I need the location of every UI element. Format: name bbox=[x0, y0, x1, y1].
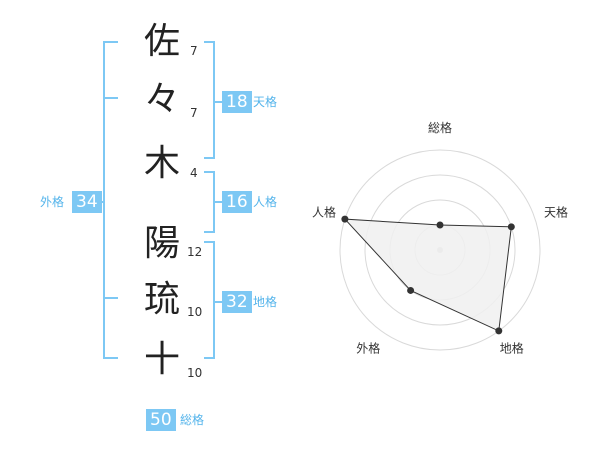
name-char-5: 琉 bbox=[143, 279, 180, 320]
name-char-4: 陽 bbox=[143, 223, 180, 264]
radar-grid-ring-4 bbox=[339, 149, 541, 351]
name-char-6: 十 bbox=[143, 339, 180, 380]
stroke-count-1: 7 bbox=[190, 44, 198, 58]
stroke-count-6: 10 bbox=[187, 366, 203, 380]
radar-point-2 bbox=[495, 327, 503, 335]
radar-series-polygon bbox=[343, 218, 512, 332]
radar-grid-ring-3 bbox=[364, 174, 516, 326]
tenkaku-label: 天格 bbox=[253, 95, 278, 109]
radar-axis-label-1: 天格 bbox=[544, 204, 568, 219]
radar-axis-label-4: 人格 bbox=[312, 204, 336, 219]
radar-axis-label-2: 地格 bbox=[500, 341, 524, 356]
stroke-count-2: 7 bbox=[190, 106, 198, 120]
chikaku-label: 地格 bbox=[253, 295, 278, 309]
radar-axis-label-3: 外格 bbox=[356, 341, 380, 356]
tenkaku-value-badge: 18 bbox=[222, 91, 252, 113]
gaikaku-label: 外格 bbox=[40, 195, 65, 209]
name-char-1: 佐 bbox=[143, 21, 180, 62]
radar-axis-label-0: 総格 bbox=[428, 120, 452, 135]
stroke-count-5: 10 bbox=[187, 305, 203, 319]
radar-point-1 bbox=[507, 223, 515, 231]
name-char-3: 木 bbox=[143, 143, 180, 184]
jinkaku-value-badge: 16 bbox=[222, 191, 252, 213]
gaikaku-bracket bbox=[103, 41, 118, 359]
radar-point-4 bbox=[341, 215, 349, 223]
soukaku-label: 総格 bbox=[180, 413, 205, 427]
stroke-count-4: 12 bbox=[187, 245, 203, 259]
gaikaku-value-badge: 34 bbox=[72, 191, 102, 213]
chikaku-value-badge: 32 bbox=[222, 291, 252, 313]
chikaku-bracket bbox=[204, 241, 215, 359]
jinkaku-label: 人格 bbox=[253, 195, 278, 209]
soukaku-value-badge: 50 bbox=[146, 409, 176, 431]
stroke-count-3: 4 bbox=[190, 166, 198, 180]
radar-point-3 bbox=[407, 286, 415, 294]
name-char-2: 々 bbox=[143, 79, 180, 120]
tenkaku-bracket bbox=[204, 41, 215, 159]
radar-point-0 bbox=[436, 221, 444, 229]
